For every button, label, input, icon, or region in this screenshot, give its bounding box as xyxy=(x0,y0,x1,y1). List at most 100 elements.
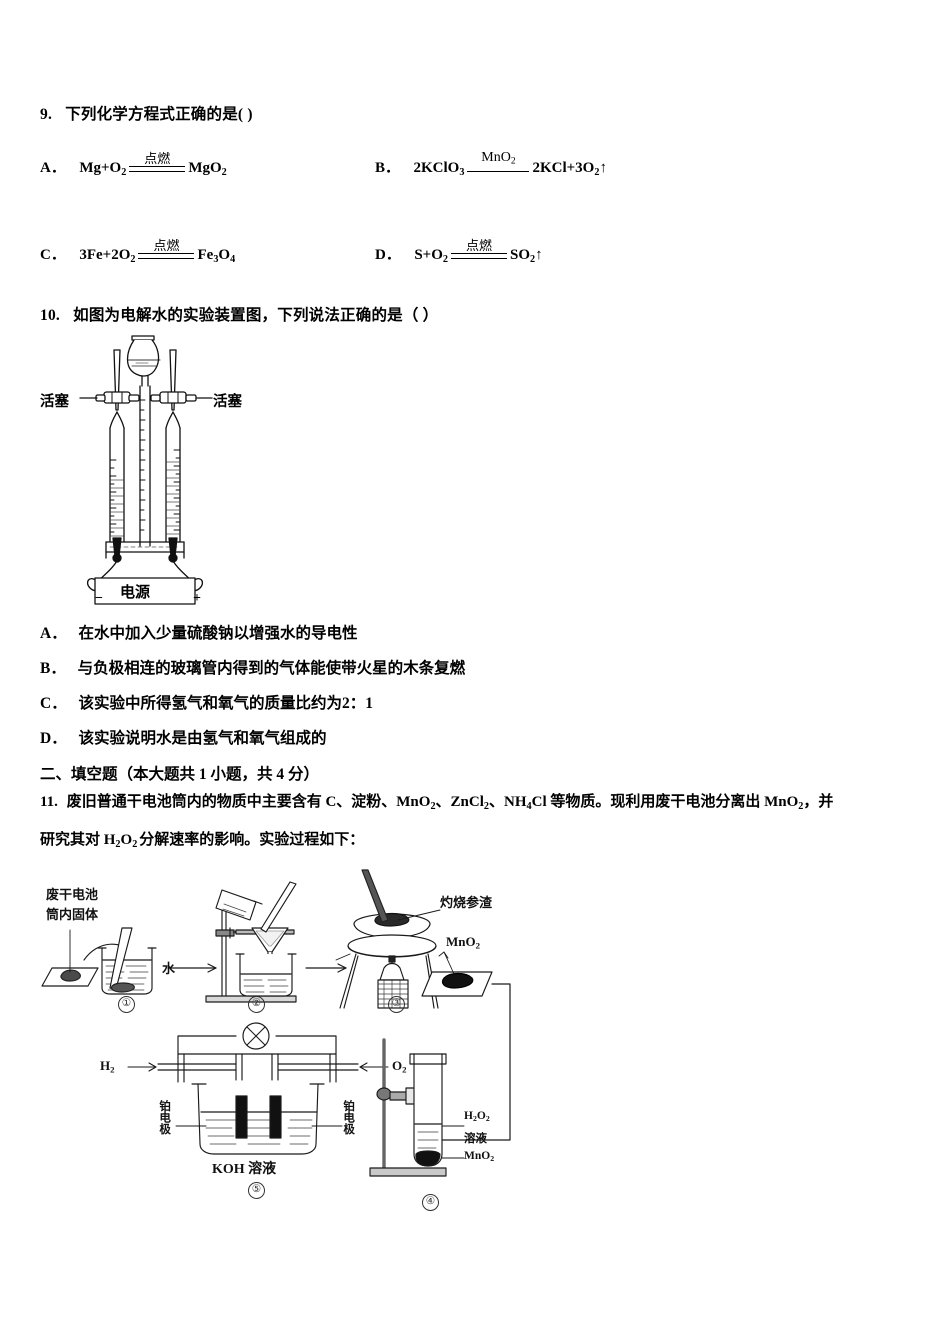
step5-electrode-left-label: 铂电极 xyxy=(158,1100,171,1135)
option-b-products: 2KCl+3O2↑ xyxy=(532,160,607,178)
step-number-2: ② xyxy=(248,994,265,1013)
step-number-5: ⑤ xyxy=(248,1180,265,1199)
step-number-3: ③ xyxy=(388,994,405,1013)
electrolysis-apparatus-figure: 活塞 活塞 电源 − + xyxy=(40,330,310,606)
q11-line2-b: O xyxy=(120,832,133,848)
reaction-bar xyxy=(129,166,186,172)
reaction-bar xyxy=(138,253,195,259)
step5-electrode-right-label: 铂电极 xyxy=(342,1100,355,1135)
question-10-choice-d[interactable]: D． 该实验说明水是由氢气和氧气组成的 xyxy=(40,726,326,748)
option-b-label: B． xyxy=(375,160,401,176)
option-c-products: Fe3O4 xyxy=(197,247,236,265)
electrolysis-apparatus-svg xyxy=(79,335,213,605)
choice-d-label: D． xyxy=(40,730,67,747)
option-c-condition: 点燃 xyxy=(138,239,195,259)
step5-o2-label: O2 xyxy=(392,1058,407,1075)
step3-group xyxy=(335,869,493,1009)
arrow-step2-to-step3 xyxy=(305,963,347,973)
choice-c-text: 该实验中所得氢气和氧气的质量比约为2：1 xyxy=(78,695,373,712)
option-d-condition-label: 点燃 xyxy=(465,238,493,253)
step1-water-label: 水 xyxy=(162,961,176,976)
step3-mno2-label: MnO2 xyxy=(446,934,481,951)
arrow-step1-to-step2 xyxy=(167,963,217,973)
step5-h2-label: H2 xyxy=(100,1058,115,1075)
step3-residue-label: 灼烧参渣 xyxy=(440,895,493,910)
power-source-box xyxy=(94,577,196,605)
experiment-flow-figure: 废干电池 筒内固体 水 灼烧参渣 MnO2 H2O2 溶液 MnO2 H2 O2… xyxy=(40,868,540,1228)
left-gas-tube xyxy=(109,411,125,543)
question-9-stem: 9. 下列化学方程式正确的是( ) xyxy=(40,102,253,124)
question-11-number: 11. xyxy=(40,794,58,810)
question-9-text: 下列化学方程式正确的是( ) xyxy=(65,106,253,123)
q11-text-d: Cl 等物质。现利用废干电池分离出 MnO xyxy=(531,794,799,810)
reaction-bar xyxy=(451,253,507,259)
stopcock-left-label: 活塞 xyxy=(40,394,69,410)
option-d-condition: 点燃 xyxy=(451,239,507,259)
question-9-number: 9. xyxy=(40,106,53,123)
option-d-products: SO2↑ xyxy=(510,247,543,265)
step1-solid-label-line1: 废干电池 xyxy=(46,887,99,902)
question-9-option-d[interactable]: D． S+O2 点燃 SO2↑ xyxy=(375,239,543,265)
stopcock-right-label: 活塞 xyxy=(213,394,242,410)
question-10-choice-b[interactable]: B． 与负极相连的玻璃管内得到的气体能使带火星的木条复燃 xyxy=(40,656,465,678)
center-tube xyxy=(139,385,151,547)
reaction-bar xyxy=(467,171,530,172)
option-b-condition: MnO2 xyxy=(467,150,530,172)
choice-a-label: A． xyxy=(40,625,67,642)
option-c-label: C． xyxy=(40,247,66,263)
step2-group xyxy=(205,881,297,1003)
step4-mno2-label: MnO2 xyxy=(464,1150,495,1164)
step4-group xyxy=(369,1038,465,1177)
right-gas-tube xyxy=(165,411,181,543)
step4-h2o2-label: H2O2 xyxy=(464,1110,490,1124)
option-a-label: A． xyxy=(40,160,66,176)
question-10-stem: 10. 如图为电解水的实验装置图，下列说法正确的是（ ） xyxy=(40,303,438,325)
step1-solid-label-line2: 筒内固体 xyxy=(46,907,99,922)
option-a-reactants: Mg+O2 xyxy=(79,160,127,178)
option-d-label: D． xyxy=(375,247,401,263)
terminal-positive-label: + xyxy=(193,591,201,606)
option-a-condition: 点燃 xyxy=(129,152,186,172)
q11-text-e: ，并 xyxy=(803,794,834,810)
q11-text-c: 、NH xyxy=(489,794,527,810)
choice-d-text: 该实验说明水是由氢气和氧气组成的 xyxy=(78,730,327,747)
choice-b-text: 与负极相连的玻璃管内得到的气体能使带火星的木条复燃 xyxy=(77,660,466,677)
q11-text-a: 废旧普通干电池筒内的物质中主要含有 C、淀粉、MnO xyxy=(66,794,431,810)
step-number-1: ① xyxy=(118,994,135,1013)
question-10-choice-c[interactable]: C． 该实验中所得氢气和氧气的质量比约为2：1 xyxy=(40,691,373,713)
terminal-negative-label: − xyxy=(95,591,103,606)
step5-group xyxy=(127,1022,389,1155)
question-9-option-a[interactable]: A． Mg+O2 点燃 MgO2 xyxy=(40,152,227,178)
option-d-reactants: S+O2 xyxy=(414,247,448,265)
choice-a-text: 在水中加入少量硫酸钠以增强水的导电性 xyxy=(78,625,358,642)
q11-line2-c: 分解速率的影响。实验过程如下： xyxy=(139,832,365,848)
q11-line2-a: 研究其对 H xyxy=(40,832,116,848)
experiment-flow-svg xyxy=(41,869,511,1177)
option-a-products: MgO2 xyxy=(188,160,227,178)
step4-solution-label: 溶液 xyxy=(464,1133,487,1145)
choice-b-label: B． xyxy=(40,660,66,677)
option-a-condition-label: 点燃 xyxy=(144,151,171,166)
question-10-text: 如图为电解水的实验装置图，下列说法正确的是（ ） xyxy=(73,307,439,324)
choice-c-label: C． xyxy=(40,695,67,712)
option-c-condition-label: 点燃 xyxy=(153,238,180,253)
option-b-reactants: 2KClO3 xyxy=(413,160,465,178)
power-source-label: 电源 xyxy=(120,584,151,601)
stopcock-left-valve xyxy=(79,349,140,411)
step-number-4: ④ xyxy=(422,1192,439,1211)
question-10-number: 10. xyxy=(40,307,60,324)
stopcock-right-valve xyxy=(150,349,213,411)
step5-koh-label: KOH 溶液 xyxy=(212,1162,277,1177)
step1-group xyxy=(41,927,157,995)
electrode-right xyxy=(168,537,178,563)
question-9-option-b[interactable]: B． 2KClO3 MnO2 2KCl+3O2↑ xyxy=(375,150,607,178)
option-b-condition-label: MnO2 xyxy=(481,149,516,167)
question-10-choice-a[interactable]: A． 在水中加入少量硫酸钠以增强水的导电性 xyxy=(40,621,357,643)
section-2-heading: 二、填空题（本大题共 1 小题，共 4 分） xyxy=(40,766,320,783)
question-11-line-1: 11. 废旧普通干电池筒内的物质中主要含有 C、淀粉、MnO2、ZnCl2、NH… xyxy=(40,794,834,812)
electrode-left xyxy=(112,537,122,563)
q11-text-b: 、ZnCl xyxy=(435,794,484,810)
